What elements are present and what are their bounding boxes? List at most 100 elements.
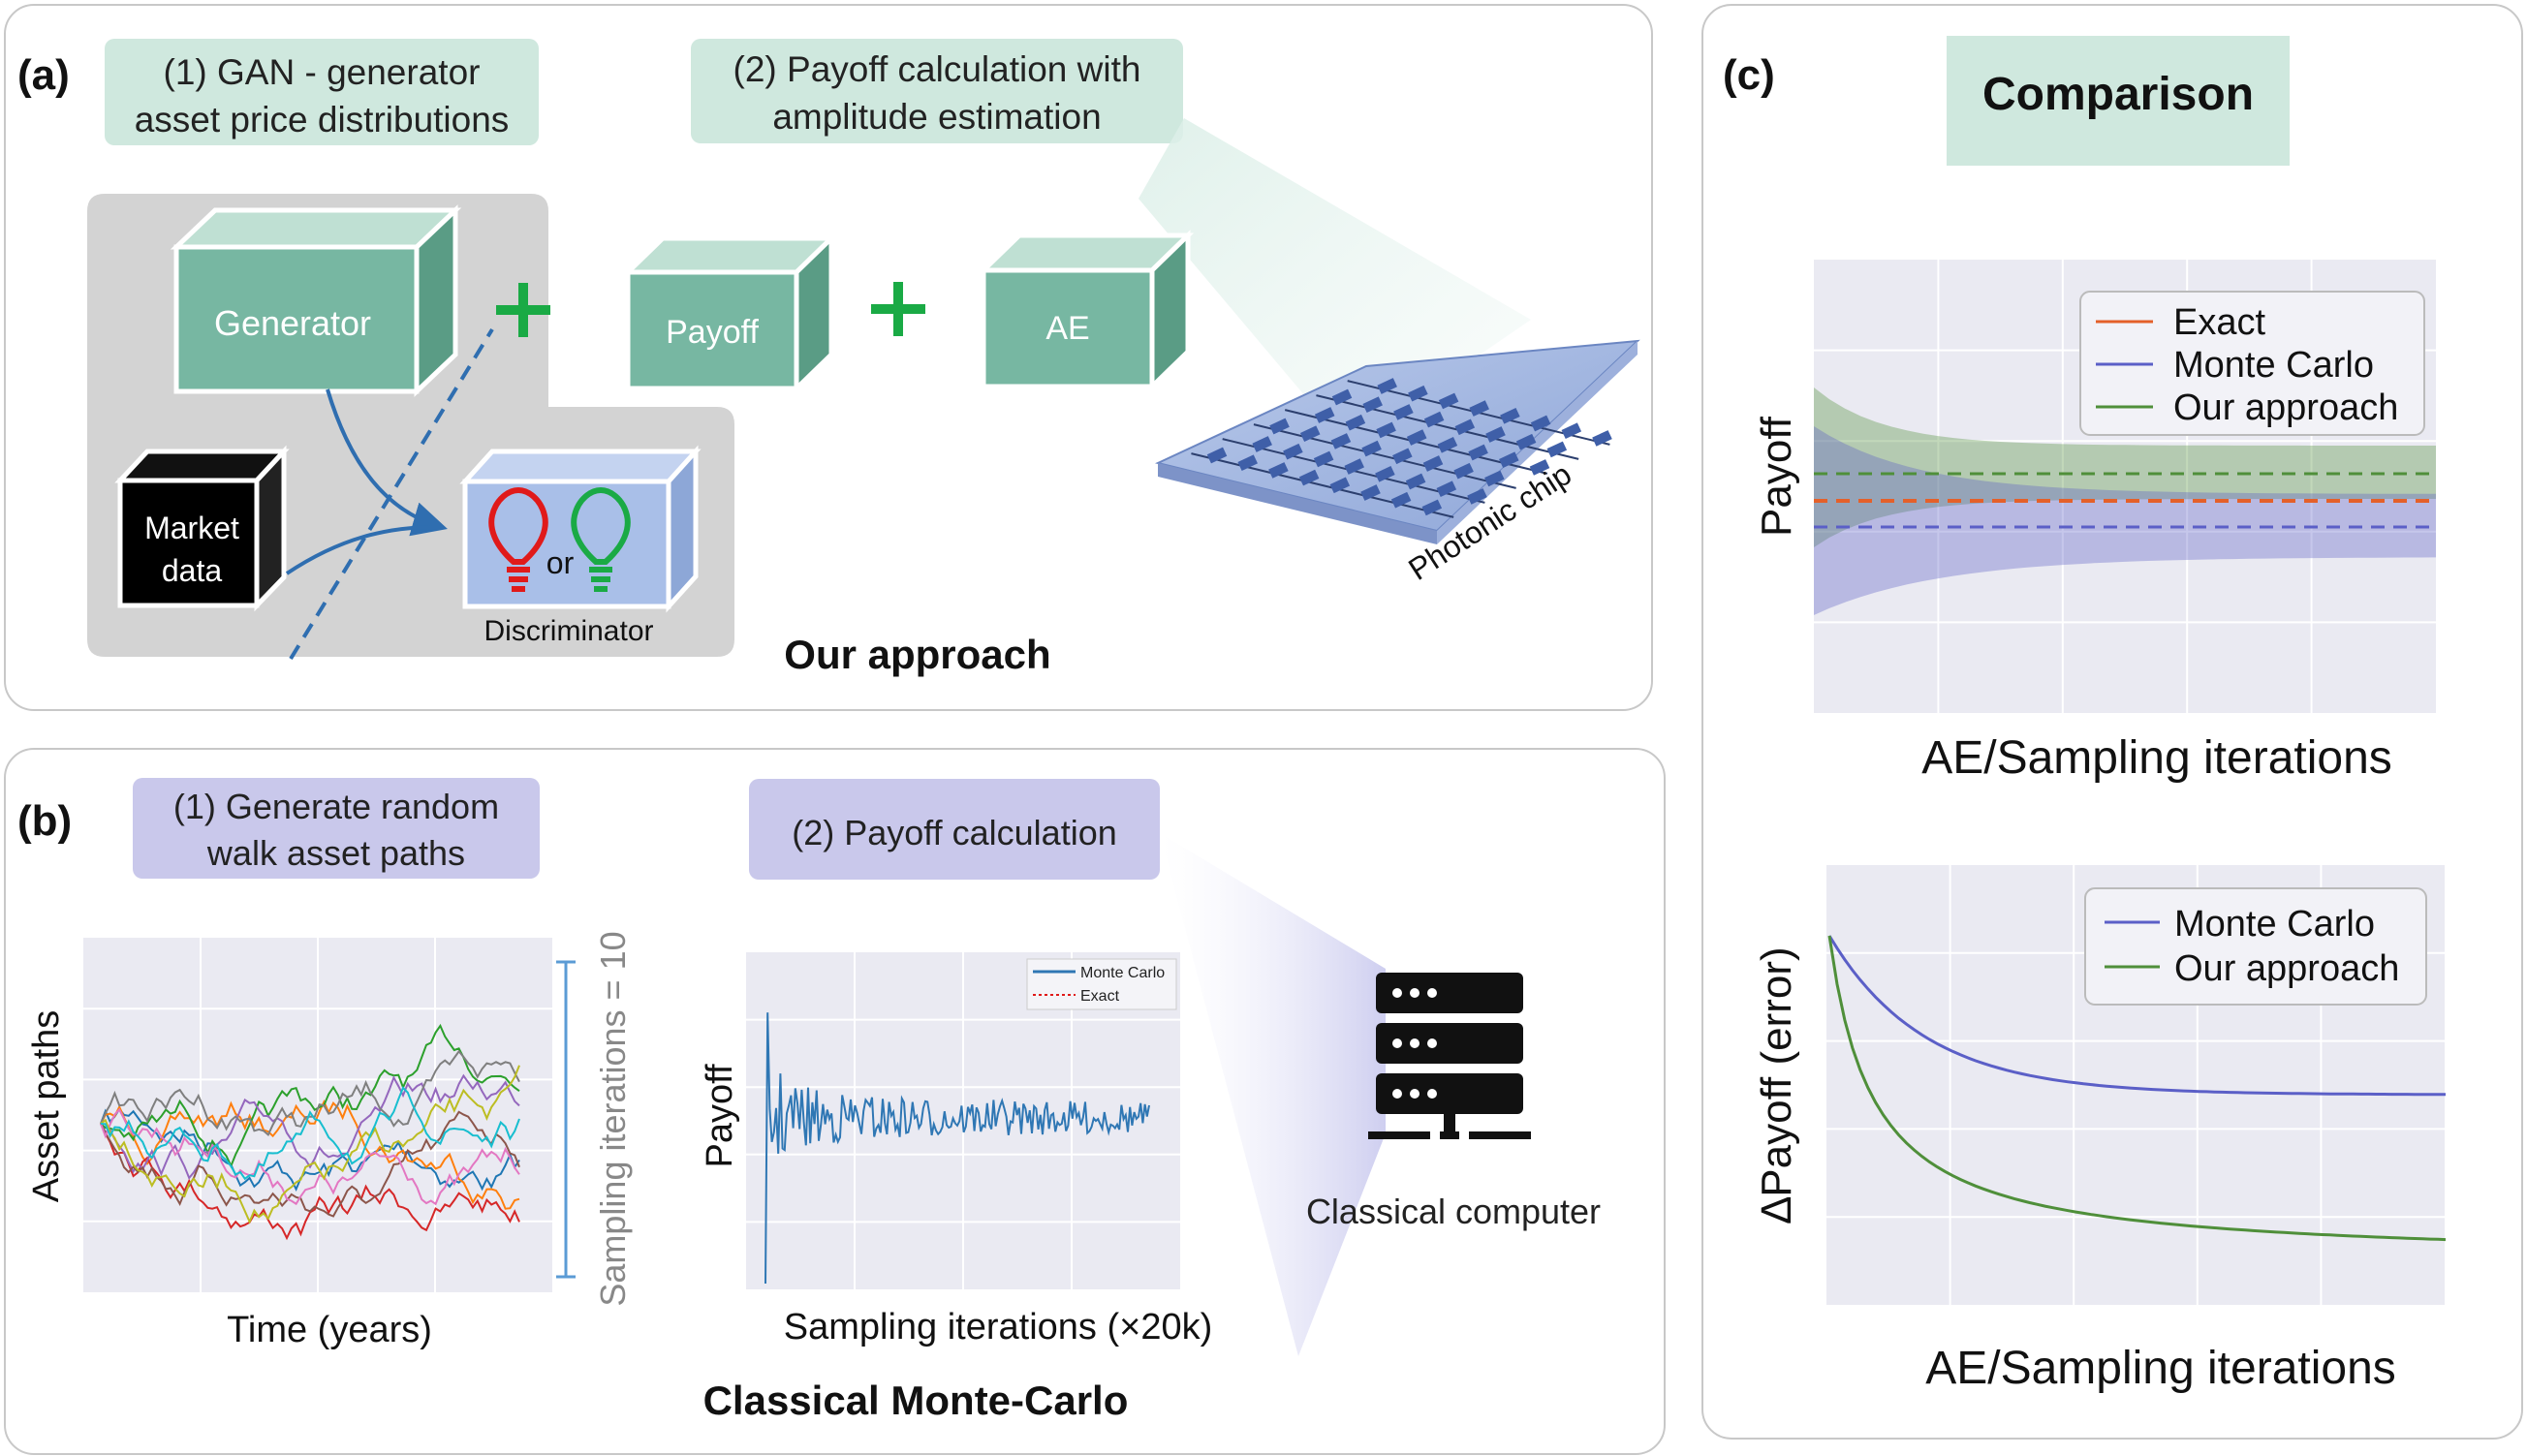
chip-coupler	[1206, 447, 1228, 464]
step2-payoff-line2: amplitude estimation	[772, 97, 1101, 137]
chip-coupler	[1468, 444, 1488, 461]
chip-coupler	[1485, 426, 1506, 443]
chip-coupler	[1529, 459, 1550, 476]
server-icon	[1368, 973, 1531, 1139]
chip-coupler	[1361, 440, 1382, 457]
payoff-comparison-ylabel: Payoff	[1753, 416, 1800, 537]
chip-coupler	[1314, 407, 1335, 423]
asset-paths-xlabel: Time (years)	[227, 1310, 432, 1350]
market-to-discriminator-arrow	[285, 524, 442, 575]
our-approach-error-curve	[1827, 935, 2447, 1242]
step1-gan-line2: asset price distributions	[135, 100, 510, 139]
asset-path-line	[100, 1123, 520, 1241]
chip-coupler	[1330, 433, 1352, 449]
payoff-comparison-xlabel: AE/Sampling iterations	[1921, 732, 2392, 784]
monte-carlo-error-curve	[1827, 935, 2447, 1097]
asset-path-line	[100, 1107, 520, 1193]
discriminator-cube: or Discriminator	[459, 445, 702, 647]
payoff-plot-ylabel: Payoff	[700, 1064, 740, 1167]
chip-coupler	[1561, 422, 1582, 440]
ae-cube-label: AE	[1045, 310, 1089, 347]
payoff-cube-label: Payoff	[666, 314, 759, 351]
chip-coupler	[1393, 404, 1414, 420]
chip-coupler	[1344, 458, 1364, 475]
chip-coupler	[1467, 488, 1487, 505]
plus-icon-2	[871, 282, 925, 336]
chip-coupler	[1406, 429, 1427, 446]
error-legend-our-approach: Our approach	[2174, 948, 2399, 989]
chip-waveguide	[1253, 423, 1516, 489]
chip-coupler	[1252, 436, 1272, 452]
comparison-title-box	[1947, 36, 2290, 166]
chip-coupler	[1283, 443, 1303, 460]
asset-paths-series	[100, 1023, 520, 1241]
chip-coupler	[1298, 469, 1320, 486]
chip-coupler	[1392, 448, 1413, 465]
our-approach-title: Our approach	[784, 632, 1050, 677]
chip-coupler	[1405, 473, 1426, 490]
chip-coupler	[1268, 462, 1289, 479]
payoff-legend-exact: Exact	[1080, 988, 1120, 1005]
step2-payoff-line1: (2) Payoff calculation with	[733, 49, 1141, 89]
asset-path-line	[100, 1107, 520, 1206]
chip-coupler	[1437, 436, 1458, 453]
chip-coupler	[1375, 465, 1395, 482]
generator-to-discriminator-arrow	[326, 388, 448, 537]
chip-coupler	[1592, 430, 1612, 447]
chip-coupler	[1408, 385, 1428, 402]
discriminator-label: Discriminator	[484, 615, 653, 647]
payoff-legend-mc: Monte Carlo	[1080, 965, 1165, 981]
legend-monte-carlo: Monte Carlo	[2173, 345, 2374, 386]
chip-coupler	[1469, 400, 1489, 417]
error-plot-xlabel: AE/Sampling iterations	[1925, 1343, 2396, 1394]
chip-waveguide	[1316, 394, 1579, 460]
photonic-chip	[1154, 339, 1640, 544]
chip-coupler	[1376, 421, 1396, 439]
payoff-plot-xlabel: Sampling iterations (×20k)	[784, 1307, 1213, 1348]
panel-a-label: (a)	[17, 51, 70, 99]
chip-coupler	[1360, 484, 1381, 501]
legend-exact: Exact	[2173, 302, 2265, 343]
step1-gan-box	[105, 39, 539, 145]
asset-path-line	[100, 1065, 520, 1224]
error-plot-legend: Monte Carlo Our approach	[2084, 887, 2427, 1006]
asset-path-line	[100, 1110, 520, 1218]
chip-coupler	[1269, 418, 1290, 435]
chip-coupler	[1390, 491, 1412, 509]
chip-coupler	[1438, 392, 1459, 410]
chip-coupler	[1421, 499, 1443, 516]
or-text: or	[546, 545, 575, 580]
step2-payoffcalc-label: (2) Payoff calculation	[792, 813, 1117, 852]
step1-gan-line1: (1) GAN - generator	[164, 52, 481, 92]
chip-coupler	[1237, 454, 1258, 472]
panel-a: (a) (1) GAN - generator asset price dist…	[4, 4, 1653, 711]
error-plot-ylabel: ∆Payoff (error)	[1753, 946, 1800, 1223]
chip-coupler	[1515, 433, 1537, 450]
green-lightbulb-icon	[571, 486, 631, 592]
legend-our-approach: Our approach	[2173, 387, 2398, 428]
error-legend-monte-carlo: Monte Carlo	[2174, 904, 2375, 945]
chip-coupler	[1530, 415, 1551, 432]
dashed-link-line	[289, 327, 494, 661]
sampling-bracket	[556, 960, 576, 1279]
chip-coupler	[1313, 450, 1334, 468]
plus-icon-1	[496, 283, 550, 337]
sampling-iterations-label: Sampling iterations = 10	[593, 931, 633, 1306]
panel-b-label: (b)	[17, 797, 72, 845]
chip-coupler	[1499, 451, 1519, 469]
chip-coupler	[1422, 455, 1444, 472]
chip-coupler	[1331, 388, 1353, 406]
asset-path-line	[100, 1049, 520, 1137]
chip-coupler	[1500, 407, 1520, 424]
payoff-cube: Payoff	[621, 232, 838, 394]
chip-coupler	[1329, 477, 1351, 494]
market-data-line1: Market	[144, 511, 239, 545]
payoff-legend: Monte Carlo Exact	[1026, 958, 1177, 1010]
chip-coupler	[1453, 462, 1474, 480]
market-data-line2: data	[162, 553, 222, 588]
asset-paths-ylabel: Asset paths	[26, 1010, 67, 1203]
red-lightbulb-icon	[488, 486, 548, 592]
step1-randomwalk-line1: (1) Generate random	[173, 787, 499, 826]
